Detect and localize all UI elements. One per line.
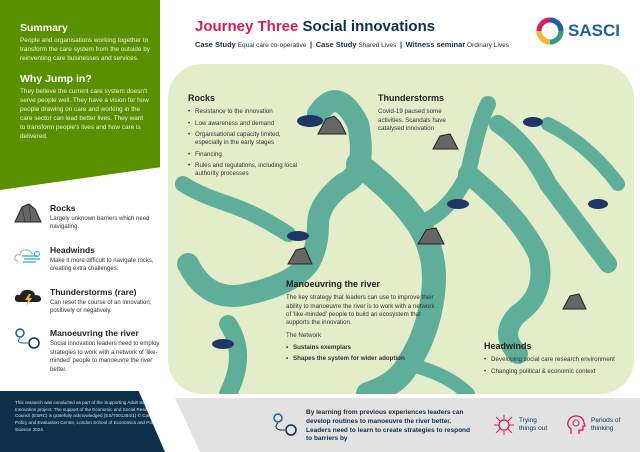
headwind-icon — [14, 249, 40, 263]
link-kind: Witness seminar — [405, 40, 466, 49]
link-name[interactable]: Equal care co-operative — [237, 42, 307, 49]
summary-text: People and organisations working togethe… — [20, 37, 150, 62]
legend-title: Manoeuvring the river — [50, 328, 139, 339]
learning-text: By learning from previous experiences le… — [306, 409, 470, 443]
manoeuvring-text: The key strategy that leaders can use to… — [286, 294, 435, 327]
rock-icon — [14, 203, 42, 223]
link-name[interactable]: Shared Lives — [358, 42, 397, 49]
network-item: Sustains exemplars — [286, 344, 441, 353]
manoeuvring-title: Manoeuvring the river — [286, 279, 381, 289]
rock-item: Organisational capacity limited, especia… — [188, 131, 303, 148]
tag-trying: Trying things out — [493, 414, 555, 436]
river-illustration — [175, 90, 625, 394]
why-heading: Why Jump in? — [20, 72, 92, 85]
legend-text: Can reset the course of an innovation; p… — [50, 299, 152, 314]
rocks-title: Rocks — [188, 93, 216, 103]
legend-title: Thunderstorms (rare) — [50, 286, 137, 297]
rock-item: Resistance to the innovation — [188, 108, 303, 117]
rock-item: Low awareness and demand — [188, 120, 303, 129]
rock-item: Financing — [188, 151, 303, 160]
legend-title: Headwinds — [50, 244, 95, 255]
rock-item: Rules and regulations, including local a… — [188, 162, 303, 179]
headwinds-box: Headwinds Developing social care researc… — [484, 340, 629, 379]
summary-panel: Summary People and organisations working… — [0, 0, 160, 190]
river-map: Rocks Resistance to the innovation Low a… — [168, 64, 634, 394]
manoeuvring-box: Manoeuvring the river The key strategy t… — [286, 278, 441, 367]
sasci-logo: SASCI — [535, 16, 620, 46]
tag-label: Trying things out — [519, 416, 548, 432]
separator: | — [309, 40, 313, 49]
page-title: Journey Three Social innovations — [195, 18, 435, 35]
case-study-links: Case Study Equal care co-operative | Cas… — [195, 40, 509, 49]
rocks-box: Rocks Resistance to the innovation Low a… — [188, 92, 303, 182]
tag-thinking: Periods of thinking — [565, 414, 631, 436]
thunderstorms-box: Thunderstorms Covid-19 paused some activ… — [378, 92, 468, 133]
title-topic: Social innovations — [302, 18, 436, 35]
thunderstorm-icon — [14, 289, 41, 306]
bottom-band — [175, 398, 640, 452]
tag-label: Periods of thinking — [591, 416, 621, 432]
route-icon — [15, 328, 40, 350]
network-item: Shapes the system for wider adoption — [286, 355, 441, 364]
head-thinking-icon — [567, 415, 586, 434]
legend-title: Rocks — [50, 203, 76, 213]
link-name[interactable]: Ordinary Lives — [467, 42, 509, 49]
logo-ring-icon — [536, 17, 564, 45]
network-person-icon — [494, 415, 514, 435]
link-kind: Case Study — [315, 40, 357, 49]
footer-credits: This research was conducted as part of t… — [0, 391, 165, 452]
legend-text: Make it more difficult to navigate rocks… — [50, 257, 154, 273]
legend-thunderstorms: Thunderstorms (rare) Can reset the course… — [14, 287, 164, 316]
summary-heading: Summary — [20, 22, 68, 34]
headwind-item: Developing social care research environm… — [484, 356, 629, 365]
title-journey: Journey Three — [195, 18, 299, 35]
why-text: They believe the current care system doe… — [20, 87, 149, 140]
route-icon — [273, 413, 297, 436]
legend-text: Social innovation leaders need to employ… — [50, 341, 160, 373]
headwind-item: Changing political & economic context — [484, 368, 629, 377]
legend-text: Largely unknown barriers which need navi… — [50, 216, 150, 231]
logo-text: SASCI — [568, 21, 620, 40]
separator: | — [399, 40, 403, 49]
headwinds-title: Headwinds — [484, 341, 532, 351]
link-kind: Case Study — [195, 40, 236, 49]
thunderstorms-title: Thunderstorms — [378, 93, 445, 103]
network-label: The Network — [286, 331, 322, 339]
thunderstorms-text: Covid-19 paused some activities. Scandal… — [378, 108, 446, 132]
